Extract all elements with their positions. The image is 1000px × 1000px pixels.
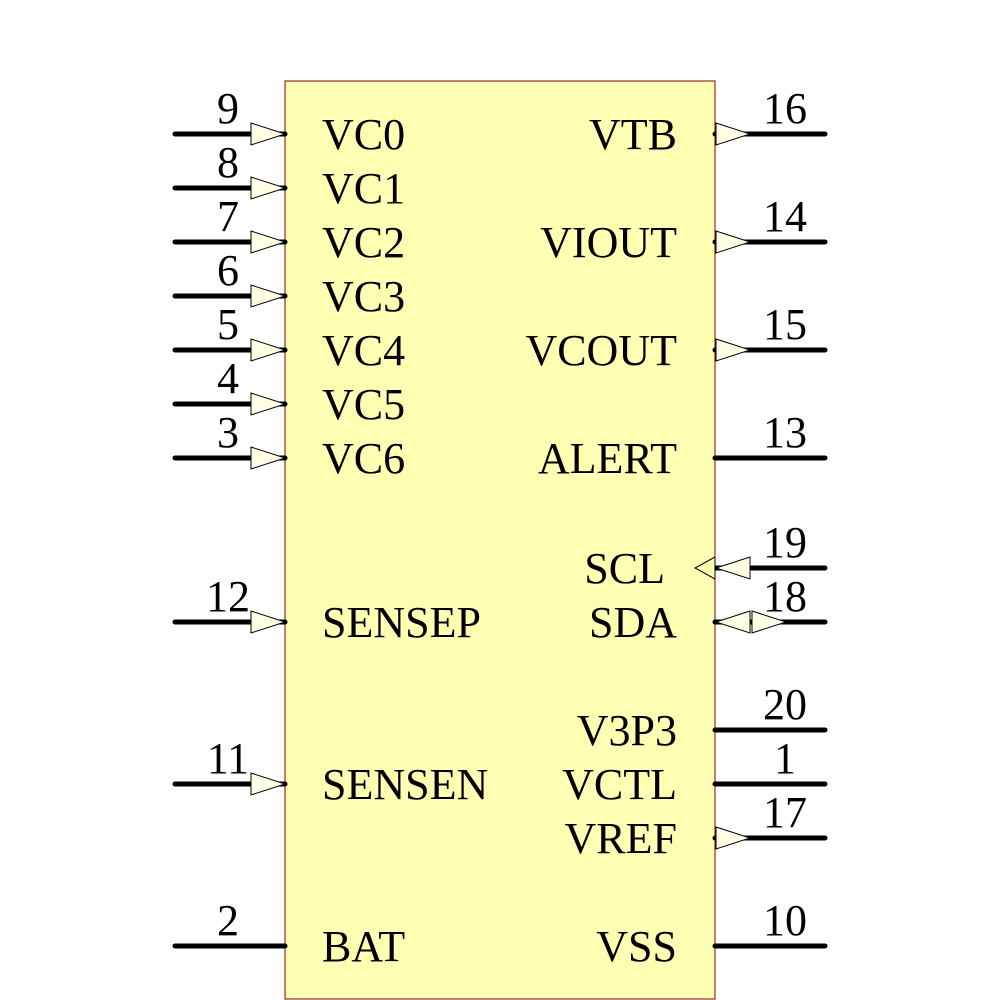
component-body: [284, 80, 716, 1000]
pin-number: 17: [763, 788, 807, 837]
pin-number: 1: [774, 734, 796, 783]
pin-label: VC4: [322, 326, 405, 375]
input-arrow-icon: [250, 772, 287, 796]
input-arrow-icon: [250, 230, 287, 254]
pin-label: VREF: [565, 814, 677, 863]
pin-number: 14: [763, 192, 807, 241]
pin-label: VTB: [589, 110, 677, 159]
pin-label: SDA: [589, 598, 677, 647]
input-arrow-icon: [250, 122, 287, 146]
pin-label: VCTL: [562, 760, 677, 809]
pin-number: 12: [206, 572, 250, 621]
pin-number: 19: [763, 518, 807, 567]
pin-number: 15: [763, 300, 807, 349]
input-arrow-icon: [250, 338, 287, 362]
bidirectional-arrow-icon: [714, 610, 751, 634]
pin-number: 16: [763, 84, 807, 133]
pin-label: SENSEN: [322, 760, 488, 809]
input-arrow-icon: [693, 556, 716, 580]
pin-label: SCL: [584, 544, 665, 593]
bidirectional-arrow-icon: [751, 610, 788, 634]
pin-label: VC2: [322, 218, 405, 267]
pin-label: ALERT: [538, 434, 677, 483]
pin-number: 20: [763, 680, 807, 729]
pin-number: 9: [217, 84, 239, 133]
pin-number: 2: [217, 896, 239, 945]
pin-number: 5: [217, 300, 239, 349]
input-arrow-icon: [250, 392, 287, 416]
pin-number: 3: [217, 408, 239, 457]
pin-label: VC1: [322, 164, 405, 213]
pin-number: 10: [763, 896, 807, 945]
output-arrow-icon: [715, 338, 752, 362]
pin-label: VCOUT: [525, 326, 677, 375]
pin-label: VC6: [322, 434, 405, 483]
pin-number: 13: [763, 408, 807, 457]
pin-label: VC3: [322, 272, 405, 321]
output-arrow-icon: [715, 826, 752, 850]
input-arrow-icon: [250, 284, 287, 308]
pin-label: VC5: [322, 380, 405, 429]
pin-number: 18: [763, 572, 807, 621]
input-arrow-icon: [250, 446, 287, 470]
pin-label: VC0: [322, 110, 405, 159]
output-arrow-icon: [715, 122, 752, 146]
pin-number: 4: [217, 354, 239, 403]
pin-number: 7: [217, 192, 239, 241]
pin-label: V3P3: [577, 706, 677, 755]
pin-label: SENSEP: [322, 598, 481, 647]
input-arrow-icon: [250, 176, 287, 200]
pin-number: 8: [217, 138, 239, 187]
output-arrow-icon: [715, 230, 752, 254]
pin-label: BAT: [322, 922, 405, 971]
pin-label: VIOUT: [540, 218, 677, 267]
input-arrow-icon: [250, 610, 287, 634]
input-arrow-icon: [714, 556, 751, 580]
pin-label: VSS: [596, 922, 677, 971]
pin-number: 11: [207, 734, 249, 783]
pin-number: 6: [217, 246, 239, 295]
